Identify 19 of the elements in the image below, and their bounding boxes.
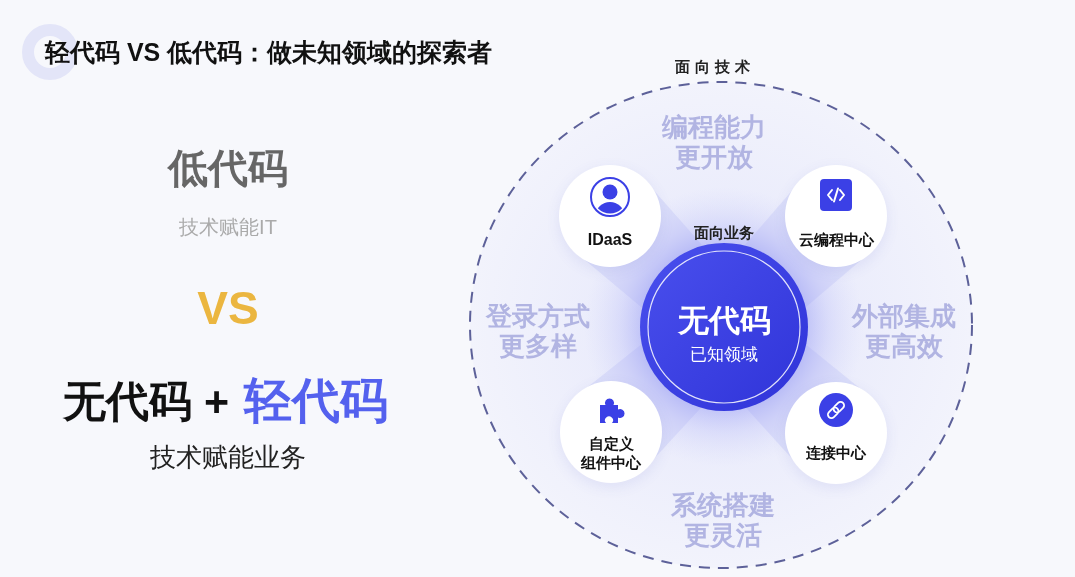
term-heading: 轻代码 [244,373,388,429]
feature-text: 编程能力更开放 [661,112,767,172]
circle-heading: 面向技术 [675,58,755,76]
term-subtitle: 技术赋能IT [179,215,277,239]
vs-text: VS [197,281,259,335]
feature-text: 登录方式更多样 [484,301,591,361]
term-subtitle: 技术赋能业务 [150,443,306,473]
term-heading: 低代码 [168,145,288,191]
page-title: 轻代码 VS 低代码：做未知领域的探索者 [45,36,493,68]
term-heading: 无代码 + [63,377,230,427]
circle-heading: 面向业务 [694,224,754,242]
circle-label: IDaaS [587,230,633,250]
circle-label: 连接中心 [806,444,866,462]
circle-title: 无代码 [677,303,771,339]
feature-text: 外部集成更高效 [850,301,957,361]
circle-label: 自定义组件中心 [581,434,641,472]
circle-label: 云编程中心 [798,231,874,249]
circle-subtitle: 已知领域 [690,345,758,365]
feature-text: 系统搭建更灵活 [670,490,776,550]
